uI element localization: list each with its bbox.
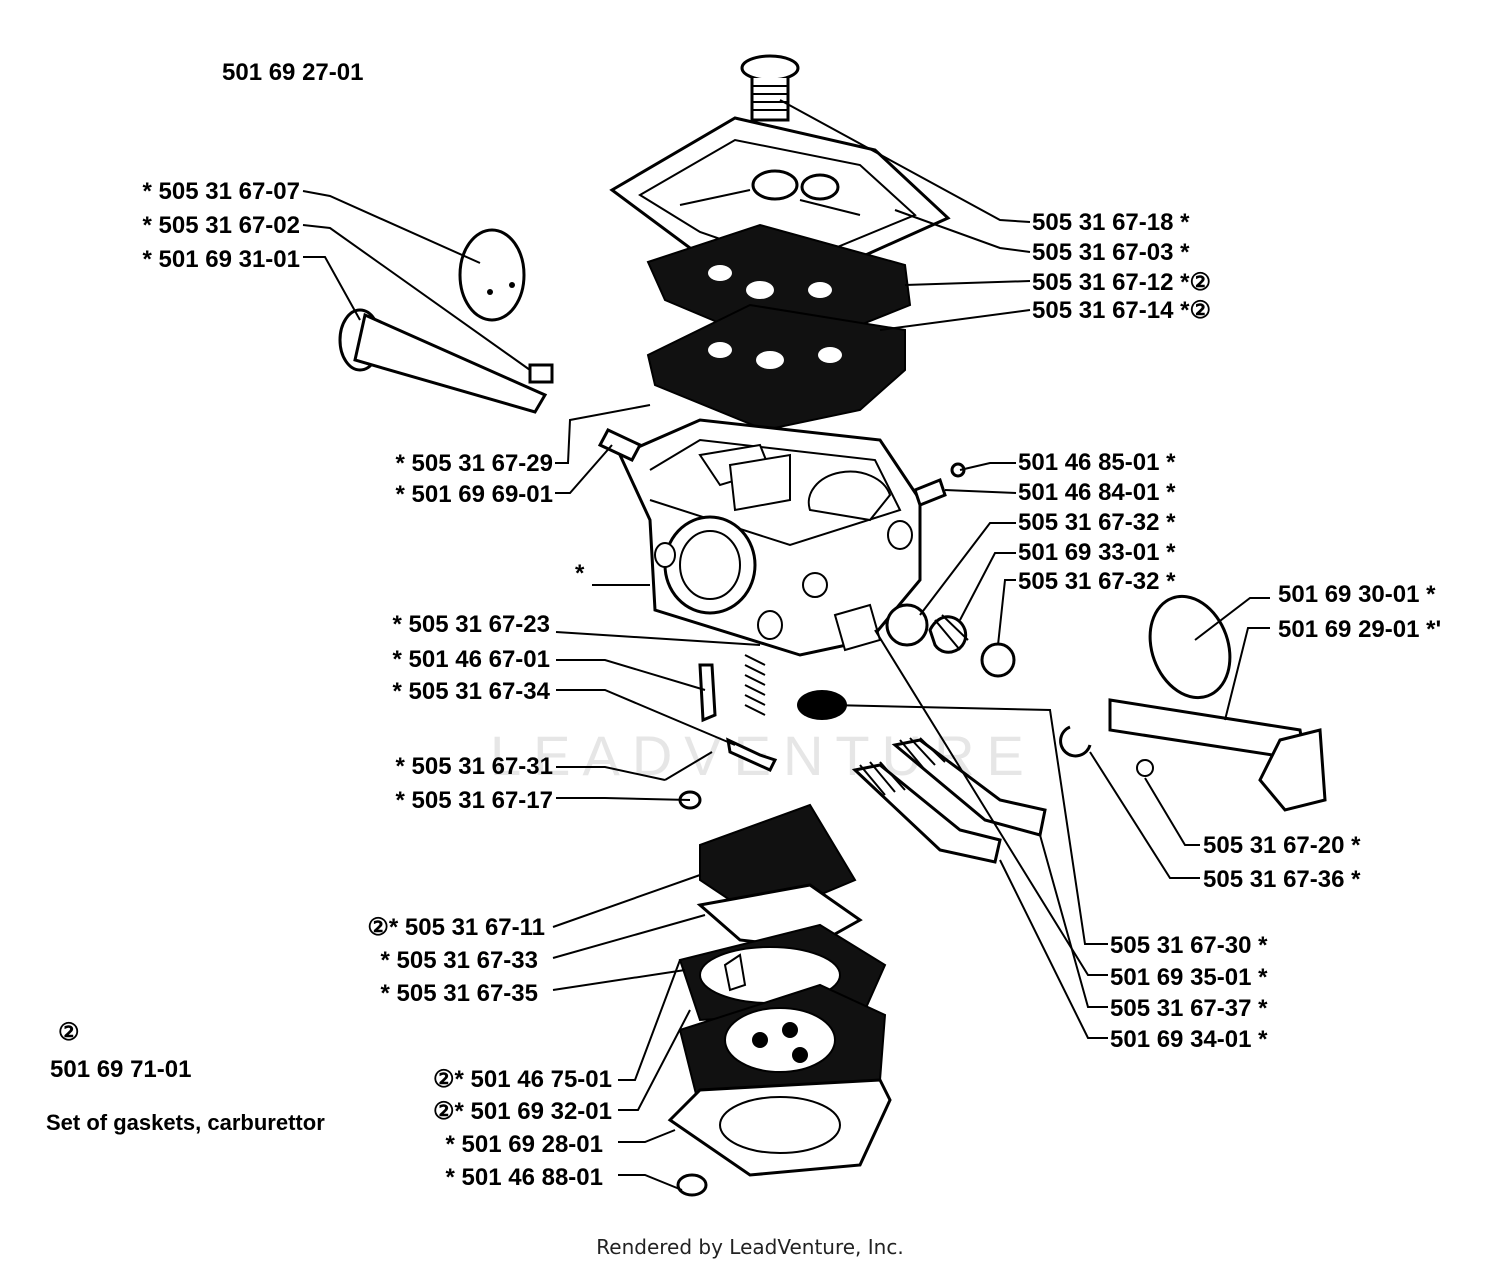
part-label-501-69-30-01: 501 69 30-01 *: [1278, 581, 1436, 608]
part-label-505-31-67-31: * 505 31 67-31: [396, 753, 553, 780]
part-label-505-31-67-18: 505 31 67-18 *: [1032, 209, 1190, 236]
part-label-505-31-67-33: * 505 31 67-33: [381, 947, 538, 974]
part-label-501-69-69-01: * 501 69 69-01: [396, 481, 553, 508]
part-label-505-31-67-23: * 505 31 67-23: [393, 611, 550, 638]
kit-symbol: ②: [58, 1019, 80, 1046]
part-label-505-31-67-32-upper: 505 31 67-32 *: [1018, 509, 1176, 536]
part-label-501-69-28-01: * 501 69 28-01: [446, 1131, 603, 1158]
part-label-501-69-34-01: 501 69 34-01 *: [1110, 1026, 1268, 1053]
part-label-501-46-67-01: * 501 46 67-01: [393, 646, 550, 673]
part-label-505-31-67-02: * 505 31 67-02: [143, 212, 300, 239]
kit-description: Set of gaskets, carburettor: [46, 1110, 325, 1135]
part-label-501-46-88-01: * 501 46 88-01: [446, 1164, 603, 1191]
part-label-501-69-29-01: 501 69 29-01 *': [1278, 616, 1441, 643]
part-label-505-31-67-35: * 505 31 67-35: [381, 980, 538, 1007]
part-labels: * 505 31 67-07 * 505 31 67-02 * 501 69 3…: [143, 178, 1442, 1191]
assembly-number: 501 69 27-01: [222, 59, 363, 86]
part-label-501-69-33-01: 501 69 33-01 *: [1018, 539, 1176, 566]
part-label-505-31-67-07: * 505 31 67-07: [143, 178, 300, 205]
part-label-505-31-67-17: * 505 31 67-17: [396, 787, 553, 814]
part-label-505-31-67-37: 505 31 67-37 *: [1110, 995, 1268, 1022]
part-label-505-31-67-11: ②* 505 31 67-11: [367, 914, 545, 941]
part-label-505-31-67-34: * 505 31 67-34: [393, 678, 551, 705]
part-label-505-31-67-20: 505 31 67-20 *: [1203, 832, 1361, 859]
footer-credit: Rendered by LeadVenture, Inc.: [596, 1235, 903, 1259]
part-label-501-69-31-01: * 501 69 31-01: [143, 246, 300, 273]
gasket-kit-legend: ② 501 69 71-01 Set of gaskets, carburett…: [46, 1019, 325, 1135]
leader-lines: [302, 99, 1270, 1191]
part-label-501-46-85-01: 501 46 85-01 *: [1018, 449, 1176, 476]
part-label-505-31-67-14: 505 31 67-14 *②: [1032, 297, 1211, 324]
part-label-501-46-84-01: 501 46 84-01 *: [1018, 479, 1176, 506]
part-label-501-69-32-01: ②* 501 69 32-01: [433, 1098, 612, 1125]
part-label-505-31-67-12: 505 31 67-12 *②: [1032, 269, 1211, 296]
lone-asterisk: *: [575, 560, 585, 587]
part-drawings: [338, 54, 1327, 1197]
part-label-505-31-67-03: 505 31 67-03 *: [1032, 239, 1190, 266]
part-label-505-31-67-29: * 505 31 67-29: [396, 450, 553, 477]
part-label-501-46-75-01: ②* 501 46 75-01: [433, 1066, 612, 1093]
part-label-505-31-67-30: 505 31 67-30 *: [1110, 932, 1268, 959]
part-label-501-69-35-01: 501 69 35-01 *: [1110, 964, 1268, 991]
part-label-505-31-67-36: 505 31 67-36 *: [1203, 866, 1361, 893]
kit-number: 501 69 71-01: [50, 1056, 191, 1083]
part-label-505-31-67-32-lower: 505 31 67-32 *: [1018, 568, 1176, 595]
